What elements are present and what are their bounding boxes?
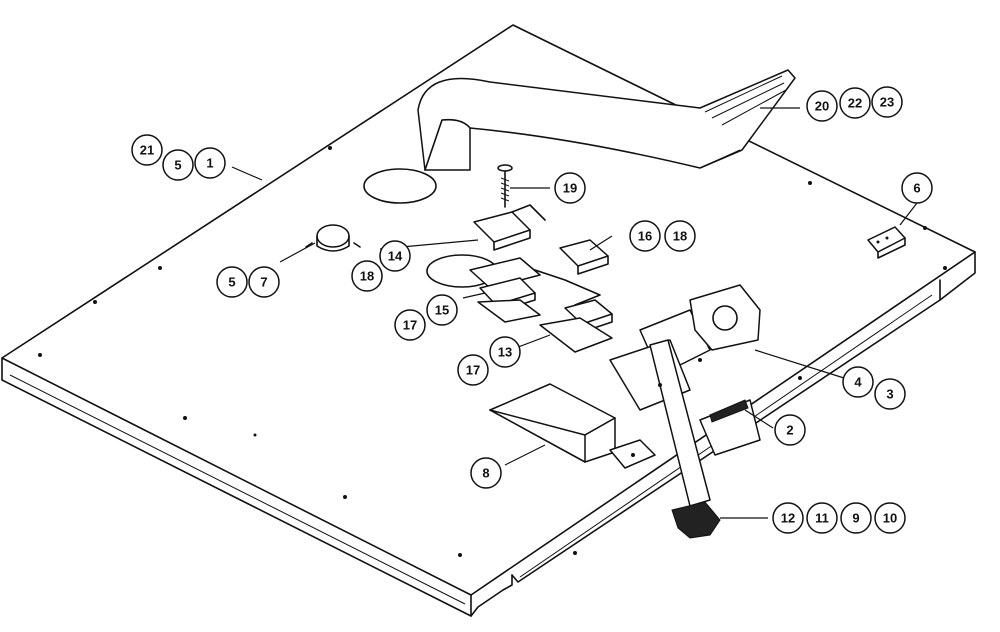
base-plate [1,24,976,617]
callout-15: 15 [426,294,458,326]
svg-text:4: 4 [854,375,862,390]
svg-text:19: 19 [563,181,577,196]
callout-7: 7 [248,266,280,298]
callout-1: 1 [194,147,226,179]
thermostat [305,224,361,252]
callout-17: 17 [394,309,426,341]
callout-10: 10 [874,502,906,534]
callout-19: 19 [554,172,586,204]
svg-text:17: 17 [403,318,417,333]
svg-text:20: 20 [815,99,829,114]
svg-text:7: 7 [260,275,267,290]
svg-text:22: 22 [848,96,862,111]
switch-assemblies [469,204,613,353]
callout-5-b: 5 [216,266,248,298]
bolt [497,164,513,208]
svg-text:5: 5 [174,158,181,173]
callout-16: 16 [629,220,661,252]
callout-22: 22 [839,87,871,119]
callout-21: 21 [131,134,163,166]
svg-text:11: 11 [815,511,829,526]
callout-11: 11 [806,502,838,534]
callout-13: 13 [489,336,521,368]
callout-18-b: 18 [664,220,696,252]
control-lever-assembly [609,284,761,539]
svg-text:2: 2 [786,423,793,438]
svg-text:17: 17 [466,363,480,378]
svg-text:23: 23 [880,95,894,110]
svg-text:12: 12 [781,511,795,526]
callout-5: 5 [162,149,194,181]
callout-9: 9 [840,502,872,534]
svg-text:18: 18 [673,229,687,244]
svg-text:14: 14 [388,249,403,264]
callout-labels: 21 5 1 20 22 23 19 6 14 18 16 18 5 7 17 … [131,86,933,534]
callout-12: 12 [772,502,804,534]
callout-20: 20 [806,90,838,122]
svg-text:15: 15 [435,303,449,318]
svg-text:16: 16 [638,229,652,244]
callout-6: 6 [901,172,933,204]
svg-text:6: 6 [913,181,920,196]
callout-14: 14 [379,240,411,272]
small-clip [867,226,906,259]
svg-text:9: 9 [852,511,859,526]
svg-text:3: 3 [886,387,893,402]
svg-text:8: 8 [482,466,489,481]
callout-23: 23 [871,86,903,118]
callout-17-b: 17 [457,354,489,386]
svg-text:13: 13 [498,345,512,360]
svg-text:21: 21 [140,143,154,158]
plate-opening-upper [363,168,437,204]
svg-text:5: 5 [228,275,235,290]
callout-2: 2 [774,414,806,446]
svg-text:1: 1 [206,156,213,171]
svg-text:10: 10 [883,511,897,526]
callout-8: 8 [470,457,502,489]
svg-text:18: 18 [360,269,374,284]
callout-4: 4 [842,366,874,398]
duct [417,69,796,171]
callout-3: 3 [874,378,906,410]
callout-18: 18 [351,260,383,292]
mounting-bracket [489,383,656,469]
